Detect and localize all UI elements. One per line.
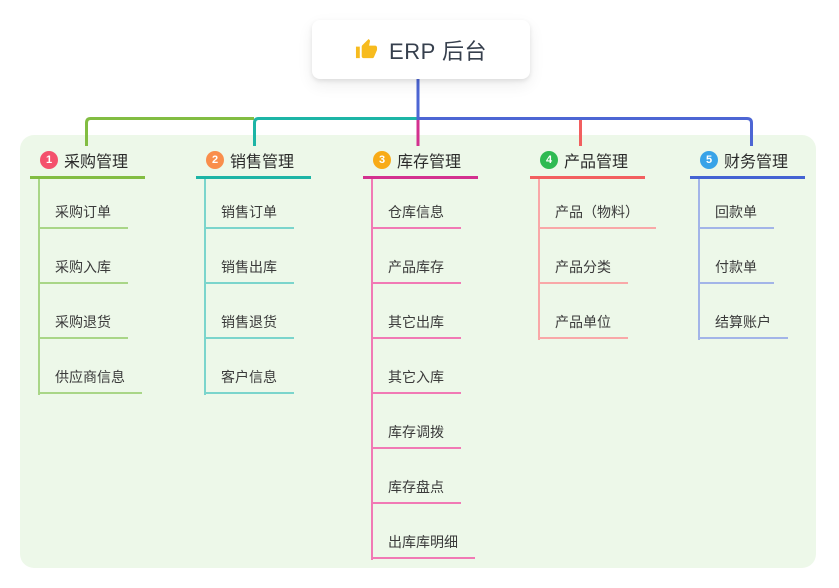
child-node[interactable]: 库存盘点 bbox=[371, 479, 461, 504]
branch-label: 库存管理 bbox=[397, 154, 462, 171]
child-node[interactable]: 出库库明细 bbox=[371, 534, 475, 559]
child-node[interactable]: 产品分类 bbox=[538, 259, 628, 284]
branch-label: 销售管理 bbox=[230, 154, 295, 171]
branch-number-badge: 2 bbox=[206, 151, 224, 169]
child-node[interactable]: 结算账户 bbox=[698, 314, 788, 339]
branch-node[interactable]: 2 销售管理 bbox=[196, 149, 312, 179]
child-node[interactable]: 其它入库 bbox=[371, 369, 461, 394]
child-node[interactable]: 采购入库 bbox=[38, 259, 128, 284]
branch-number-badge: 5 bbox=[700, 151, 718, 169]
child-node[interactable]: 销售退货 bbox=[204, 314, 294, 339]
thumbs-up-icon bbox=[355, 38, 378, 61]
branches-panel bbox=[20, 135, 816, 568]
branch-number-badge: 4 bbox=[540, 151, 558, 169]
branch-number-badge: 1 bbox=[40, 151, 58, 169]
branch-node[interactable]: 1 采购管理 bbox=[30, 149, 146, 179]
child-node[interactable]: 产品单位 bbox=[538, 314, 628, 339]
branch-children-line bbox=[204, 179, 206, 395]
child-node[interactable]: 供应商信息 bbox=[38, 369, 142, 394]
branch-node[interactable]: 5 财务管理 bbox=[690, 149, 806, 179]
child-node[interactable]: 采购订单 bbox=[38, 204, 128, 229]
branch-children-line bbox=[538, 179, 540, 340]
branch-children-line bbox=[371, 179, 373, 560]
child-node[interactable]: 采购退货 bbox=[38, 314, 128, 339]
branch-label: 财务管理 bbox=[724, 154, 789, 171]
branch-children-line bbox=[38, 179, 40, 395]
root-node[interactable]: ERP 后台 bbox=[312, 20, 530, 79]
branch-node[interactable]: 4 产品管理 bbox=[530, 149, 646, 179]
child-node[interactable]: 付款单 bbox=[698, 259, 774, 284]
branch-label: 采购管理 bbox=[64, 154, 129, 171]
child-node[interactable]: 产品（物料） bbox=[538, 204, 656, 229]
child-node[interactable]: 回款单 bbox=[698, 204, 774, 229]
branch-label: 产品管理 bbox=[564, 154, 629, 171]
branch-node[interactable]: 3 库存管理 bbox=[363, 149, 479, 179]
child-node[interactable]: 销售订单 bbox=[204, 204, 294, 229]
child-node[interactable]: 其它出库 bbox=[371, 314, 461, 339]
root-title: ERP 后台 bbox=[389, 38, 487, 64]
branch-number-badge: 3 bbox=[373, 151, 391, 169]
child-node[interactable]: 产品库存 bbox=[371, 259, 461, 284]
child-node[interactable]: 仓库信息 bbox=[371, 204, 461, 229]
child-node[interactable]: 库存调拨 bbox=[371, 424, 461, 449]
child-node[interactable]: 销售出库 bbox=[204, 259, 294, 284]
child-node[interactable]: 客户信息 bbox=[204, 369, 294, 394]
branch-children-line bbox=[698, 179, 700, 340]
